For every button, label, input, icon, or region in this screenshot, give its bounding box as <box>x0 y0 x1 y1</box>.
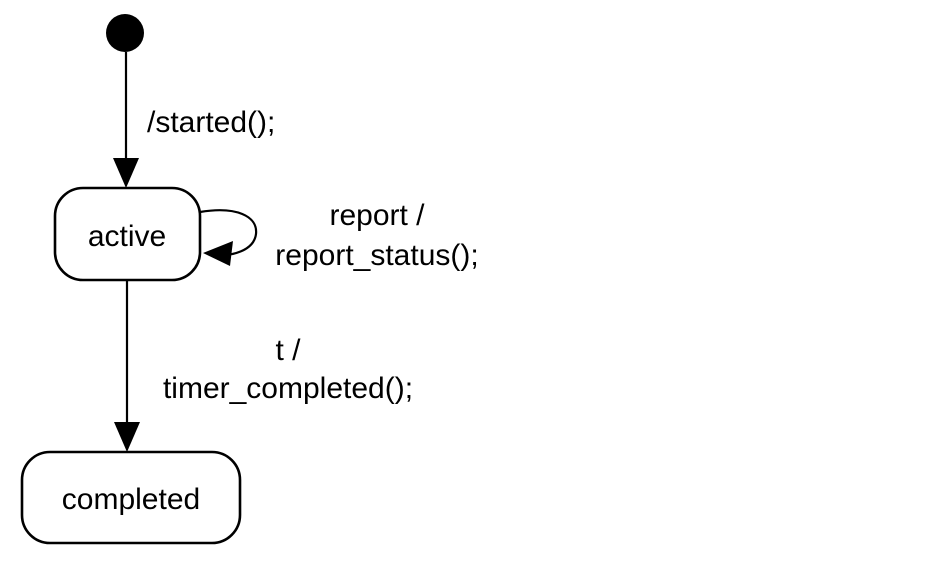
transition-label-started: /started(); <box>147 106 275 139</box>
arrowhead-icon <box>113 158 139 188</box>
state-completed-label: completed <box>62 483 200 516</box>
arrowhead-icon <box>203 241 233 266</box>
transition-label-report-line1: report / <box>329 199 425 232</box>
transition-label-timer-line1: t / <box>275 334 301 367</box>
arrowhead-icon <box>114 422 140 452</box>
transition-label-timer-line2: timer_completed(); <box>163 372 413 405</box>
state-completed-box <box>20 450 242 545</box>
state-active-label: active <box>88 220 166 253</box>
initial-state-node[interactable] <box>106 14 144 52</box>
state-completed[interactable]: completed <box>20 450 242 545</box>
transition-label-report-line2: report_status(); <box>275 239 478 272</box>
transition-initial-to-active[interactable]: /started(); <box>113 52 275 188</box>
transition-active-self-report[interactable]: report / report_status(); <box>199 199 479 272</box>
transition-active-to-completed[interactable]: t / timer_completed(); <box>114 280 413 452</box>
state-active[interactable]: active <box>53 186 202 282</box>
